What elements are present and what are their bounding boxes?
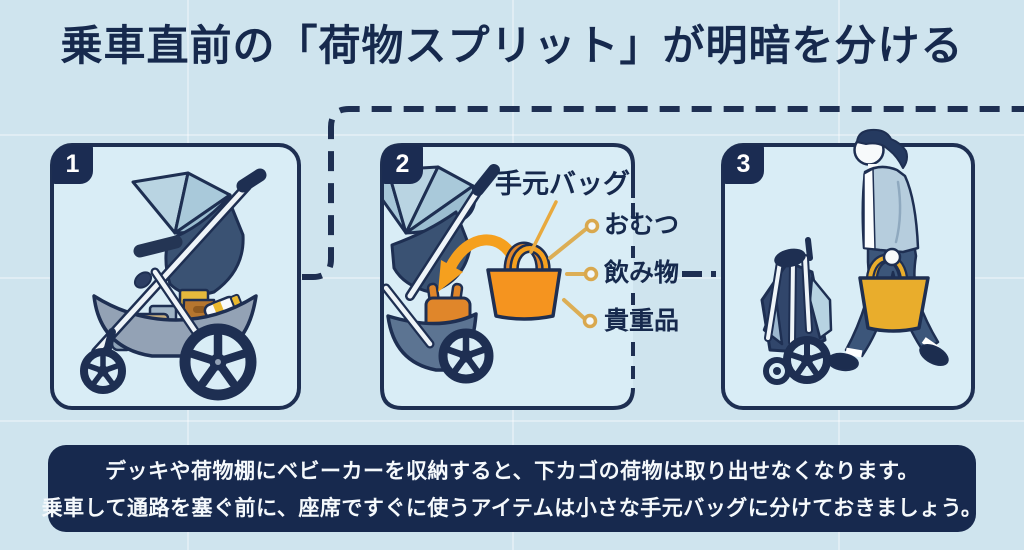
footer-note-line2: 乗車して通路を塞ぐ前に、座席ですぐに使うアイテムは小さな手元バッグに分けておきま…: [41, 497, 983, 520]
transfer-arrow-head: [438, 260, 463, 292]
bag-item-drinks: 飲み物: [604, 259, 680, 287]
step-1-badge: 1: [52, 145, 93, 184]
bag-item-valuables: 貴重品: [604, 307, 680, 335]
folded-stroller-illustration: [760, 237, 833, 385]
walking-person-illustration: [827, 128, 949, 372]
item-bullet-ring: [583, 266, 599, 282]
hand-bag-icon: [486, 268, 562, 321]
hand-bag-label: 手元バッグ: [495, 169, 630, 199]
carried-bag-icon: [858, 276, 930, 333]
loaded-stroller-illustration: [80, 168, 267, 401]
footer-note-line1: デッキや荷物棚にベビーカーを収納すると、下カゴの荷物は取り出せなくなります。: [104, 460, 920, 483]
footer-note: デッキや荷物棚にベビーカーを収納すると、下カゴの荷物は取り出せなくなります。 乗…: [42, 445, 982, 532]
dashed-flow-connectors: [302, 106, 1024, 280]
page-title: 乗車直前の「荷物スプリット」が明暗を分ける: [60, 22, 964, 69]
pack-transfer-group: [438, 200, 600, 329]
bag-item-diapers: おむつ: [604, 211, 680, 239]
flow-connector-panel1: [302, 106, 1024, 280]
step-3-badge: 3: [723, 145, 764, 184]
background-seam: [0, 134, 1024, 136]
step-2-badge: 2: [382, 145, 423, 184]
item-bullet-ring: [584, 218, 600, 234]
item-bullet-ring: [582, 313, 598, 329]
background-seam: [0, 420, 1024, 422]
label-pointer-line: [529, 200, 558, 254]
